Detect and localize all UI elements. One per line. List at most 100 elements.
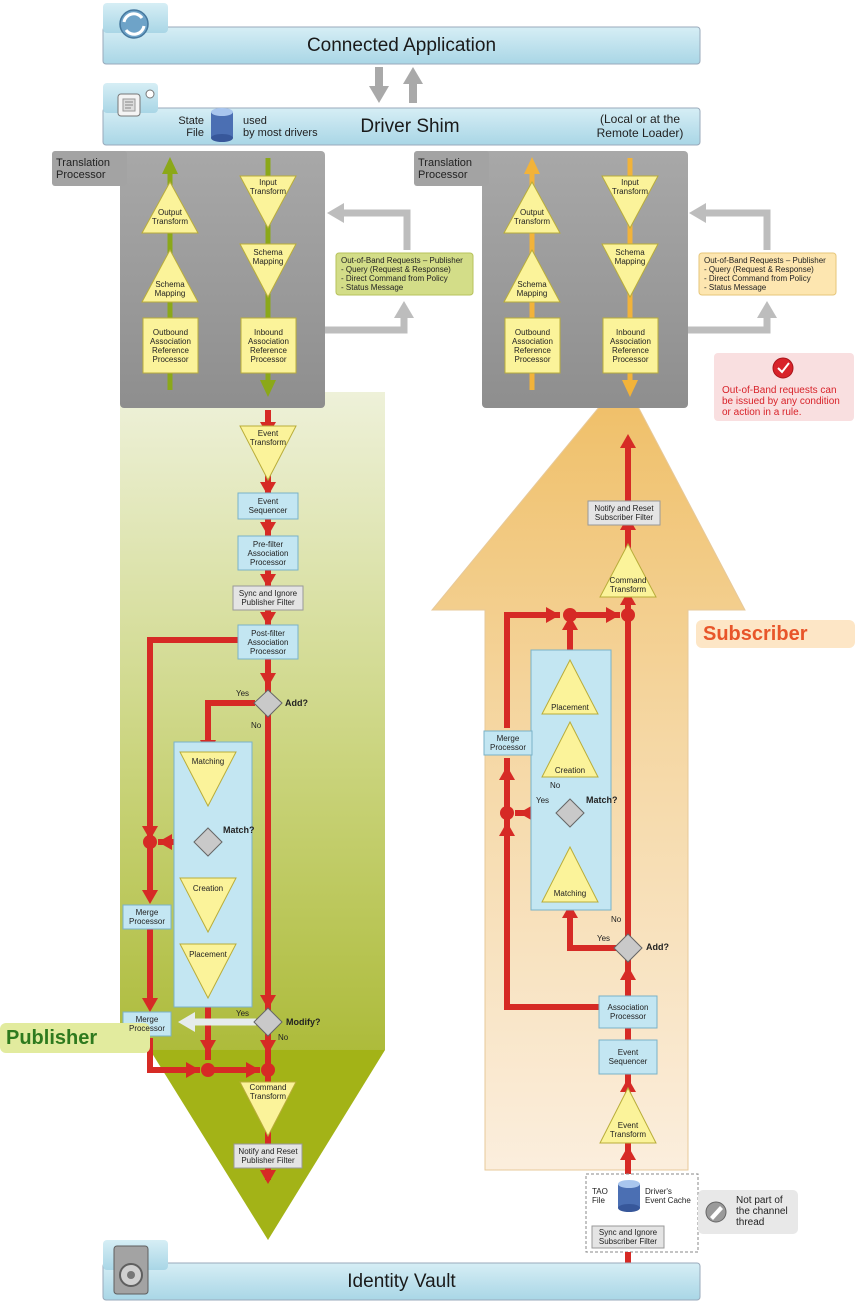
sync-icon xyxy=(119,9,149,39)
sub-schema-mapping-in-shape xyxy=(601,243,659,299)
oob-warning-box xyxy=(714,353,854,421)
sub-event-transform-label: Event Transform xyxy=(609,1121,647,1139)
pub-outbound-assoc-label: Outbound Association Reference Processor xyxy=(150,327,191,364)
sub-creation-shape xyxy=(541,720,599,778)
modify-merge-arrow xyxy=(178,1012,256,1032)
pub-add-no-label: No xyxy=(251,721,262,730)
sub-notify-reset-label: Notify and Reset Subscriber Filter xyxy=(594,504,654,522)
sub-output-transform-shape xyxy=(503,180,561,234)
vault-icon xyxy=(113,1245,149,1295)
pub-modify-diamond xyxy=(253,1007,283,1037)
sub-sync-ignore-label: Sync and Ignore Subscriber Filter xyxy=(598,1228,658,1246)
sub-inbound-assoc-label: Inbound Association Reference Processor xyxy=(610,327,651,364)
sub-output-transform-label: Output Transform xyxy=(513,208,551,226)
sub-merge-processor-label: Merge Processor xyxy=(489,734,526,752)
pub-event-transform-label: Event Transform xyxy=(249,429,287,447)
sub-association-processor-label: Association Processor xyxy=(607,1003,649,1021)
shim-location-label: (Local or at the Remote Loader) xyxy=(596,112,684,140)
pub-modify-yes-label: Yes xyxy=(236,1009,250,1018)
sub-matching-label: Matching xyxy=(553,888,587,898)
sub-match-diamond xyxy=(555,798,585,828)
sub-notify-reset-shape xyxy=(587,500,661,526)
not-part-label: Not part of the channel thread xyxy=(736,1195,788,1228)
sub-oob-connectors xyxy=(688,209,771,334)
sub-event-sequencer-label: Event Sequencer xyxy=(608,1048,648,1066)
sub-command-transform-label: Command Transform xyxy=(609,576,647,594)
publisher-translation-tab xyxy=(52,151,127,186)
pub-notify-reset-shape xyxy=(233,1143,303,1169)
pub-event-sequencer-label: Event Sequencer xyxy=(248,497,288,515)
pub-output-transform-label: Output Transform xyxy=(151,208,189,226)
pub-schema-mapping-out-shape xyxy=(141,248,199,303)
pub-notify-reset-label: Notify and Reset Publisher Filter xyxy=(238,1147,298,1165)
sub-matching-shape xyxy=(541,845,599,903)
pub-output-transform-shape xyxy=(141,180,199,234)
sub-add-yes-label: Yes xyxy=(597,934,611,943)
publisher-pill xyxy=(0,1023,150,1053)
pub-match-diamond xyxy=(193,827,223,857)
pub-merge-processor-2-label: Merge Processor xyxy=(128,1015,165,1033)
sub-merge-processor-shape xyxy=(483,730,533,756)
event-cache-label: Driver's Event Cache xyxy=(645,1187,691,1205)
publisher-panel-shapes xyxy=(141,175,297,374)
connected-application-title: Connected Application xyxy=(306,34,497,56)
subscriber-panel-shapes xyxy=(503,175,659,374)
pub-creation-shape xyxy=(179,877,237,934)
sub-creation-label: Creation xyxy=(554,765,586,775)
subscriber-label: Subscriber xyxy=(703,622,808,645)
identity-vault-title: Identity Vault xyxy=(347,1270,456,1292)
pencil-icon xyxy=(705,1201,727,1223)
pub-add-diamond xyxy=(253,689,283,718)
pub-modify-no-label: No xyxy=(278,1033,289,1042)
pub-sync-ignore-shape xyxy=(232,585,304,611)
pub-schema-mapping-out-label: Schema Mapping xyxy=(154,280,186,298)
connected-application-band xyxy=(102,26,701,65)
sub-add-diamond xyxy=(613,933,643,963)
pub-postfilter-shape xyxy=(237,624,299,660)
pub-merge-processor-1-label: Merge Processor xyxy=(128,908,165,926)
database-icon xyxy=(211,108,233,142)
sub-event-transform-shape xyxy=(599,1086,657,1144)
pub-match-label: Match? xyxy=(223,825,255,835)
event-cache-database-icon xyxy=(618,1180,640,1212)
sub-command-transform-shape xyxy=(599,542,657,598)
sub-add-no-label: No xyxy=(611,915,622,924)
pub-prefilter-label: Pre-filter Association Processor xyxy=(247,539,289,567)
pub-translation-processor-label: Translation Processor xyxy=(56,157,111,181)
pub-creation-label: Creation xyxy=(192,883,224,893)
shim-app-arrows xyxy=(369,67,423,103)
stop-icon xyxy=(772,357,794,379)
driver-shim-band xyxy=(102,107,701,146)
used-by-label: used by most drivers xyxy=(243,115,318,139)
tao-file-label: TAO File xyxy=(592,1187,608,1205)
sub-association-processor-shape xyxy=(598,995,658,1029)
pub-event-transform-shape xyxy=(239,425,297,482)
sub-inbound-assoc-shape xyxy=(602,317,659,374)
sub-placement-label: Placement xyxy=(551,702,589,712)
pub-schema-mapping-in-label: Schema Mapping xyxy=(252,248,284,266)
pub-modify-label: Modify? xyxy=(286,1017,321,1027)
sub-event-sequencer-shape xyxy=(598,1039,658,1075)
pub-placement-shape xyxy=(179,943,237,1000)
sub-input-transform-label: Input Transform xyxy=(611,178,649,196)
oob-warning-text: Out-of-Band requests can be issued by an… xyxy=(722,385,840,418)
pub-event-sequencer-shape xyxy=(237,492,299,520)
sub-oob-note-box xyxy=(698,252,837,296)
pub-sync-ignore-label: Sync and Ignore Publisher Filter xyxy=(238,589,298,607)
sub-oob-note: Out-of-Band Requests – Publisher - Query… xyxy=(704,256,826,292)
pub-matching-label: Matching xyxy=(191,756,225,766)
pub-prefilter-shape xyxy=(237,535,299,571)
sub-schema-mapping-out-shape xyxy=(503,248,561,303)
pub-inbound-assoc-label: Inbound Association Reference Processor xyxy=(248,327,289,364)
pub-input-transform-shape xyxy=(239,175,297,230)
pub-postfilter-label: Post-filter Association Processor xyxy=(247,628,289,656)
pub-schema-mapping-in-shape xyxy=(239,243,297,299)
document-icon xyxy=(117,89,155,117)
state-file-label: State File xyxy=(178,115,204,139)
sub-outbound-assoc-shape xyxy=(504,317,561,374)
publisher-label: Publisher xyxy=(6,1026,98,1049)
subscriber-translation-tab xyxy=(414,151,489,186)
pub-input-transform-label: Input Transform xyxy=(249,178,287,196)
sub-add-label: Add? xyxy=(646,942,669,952)
